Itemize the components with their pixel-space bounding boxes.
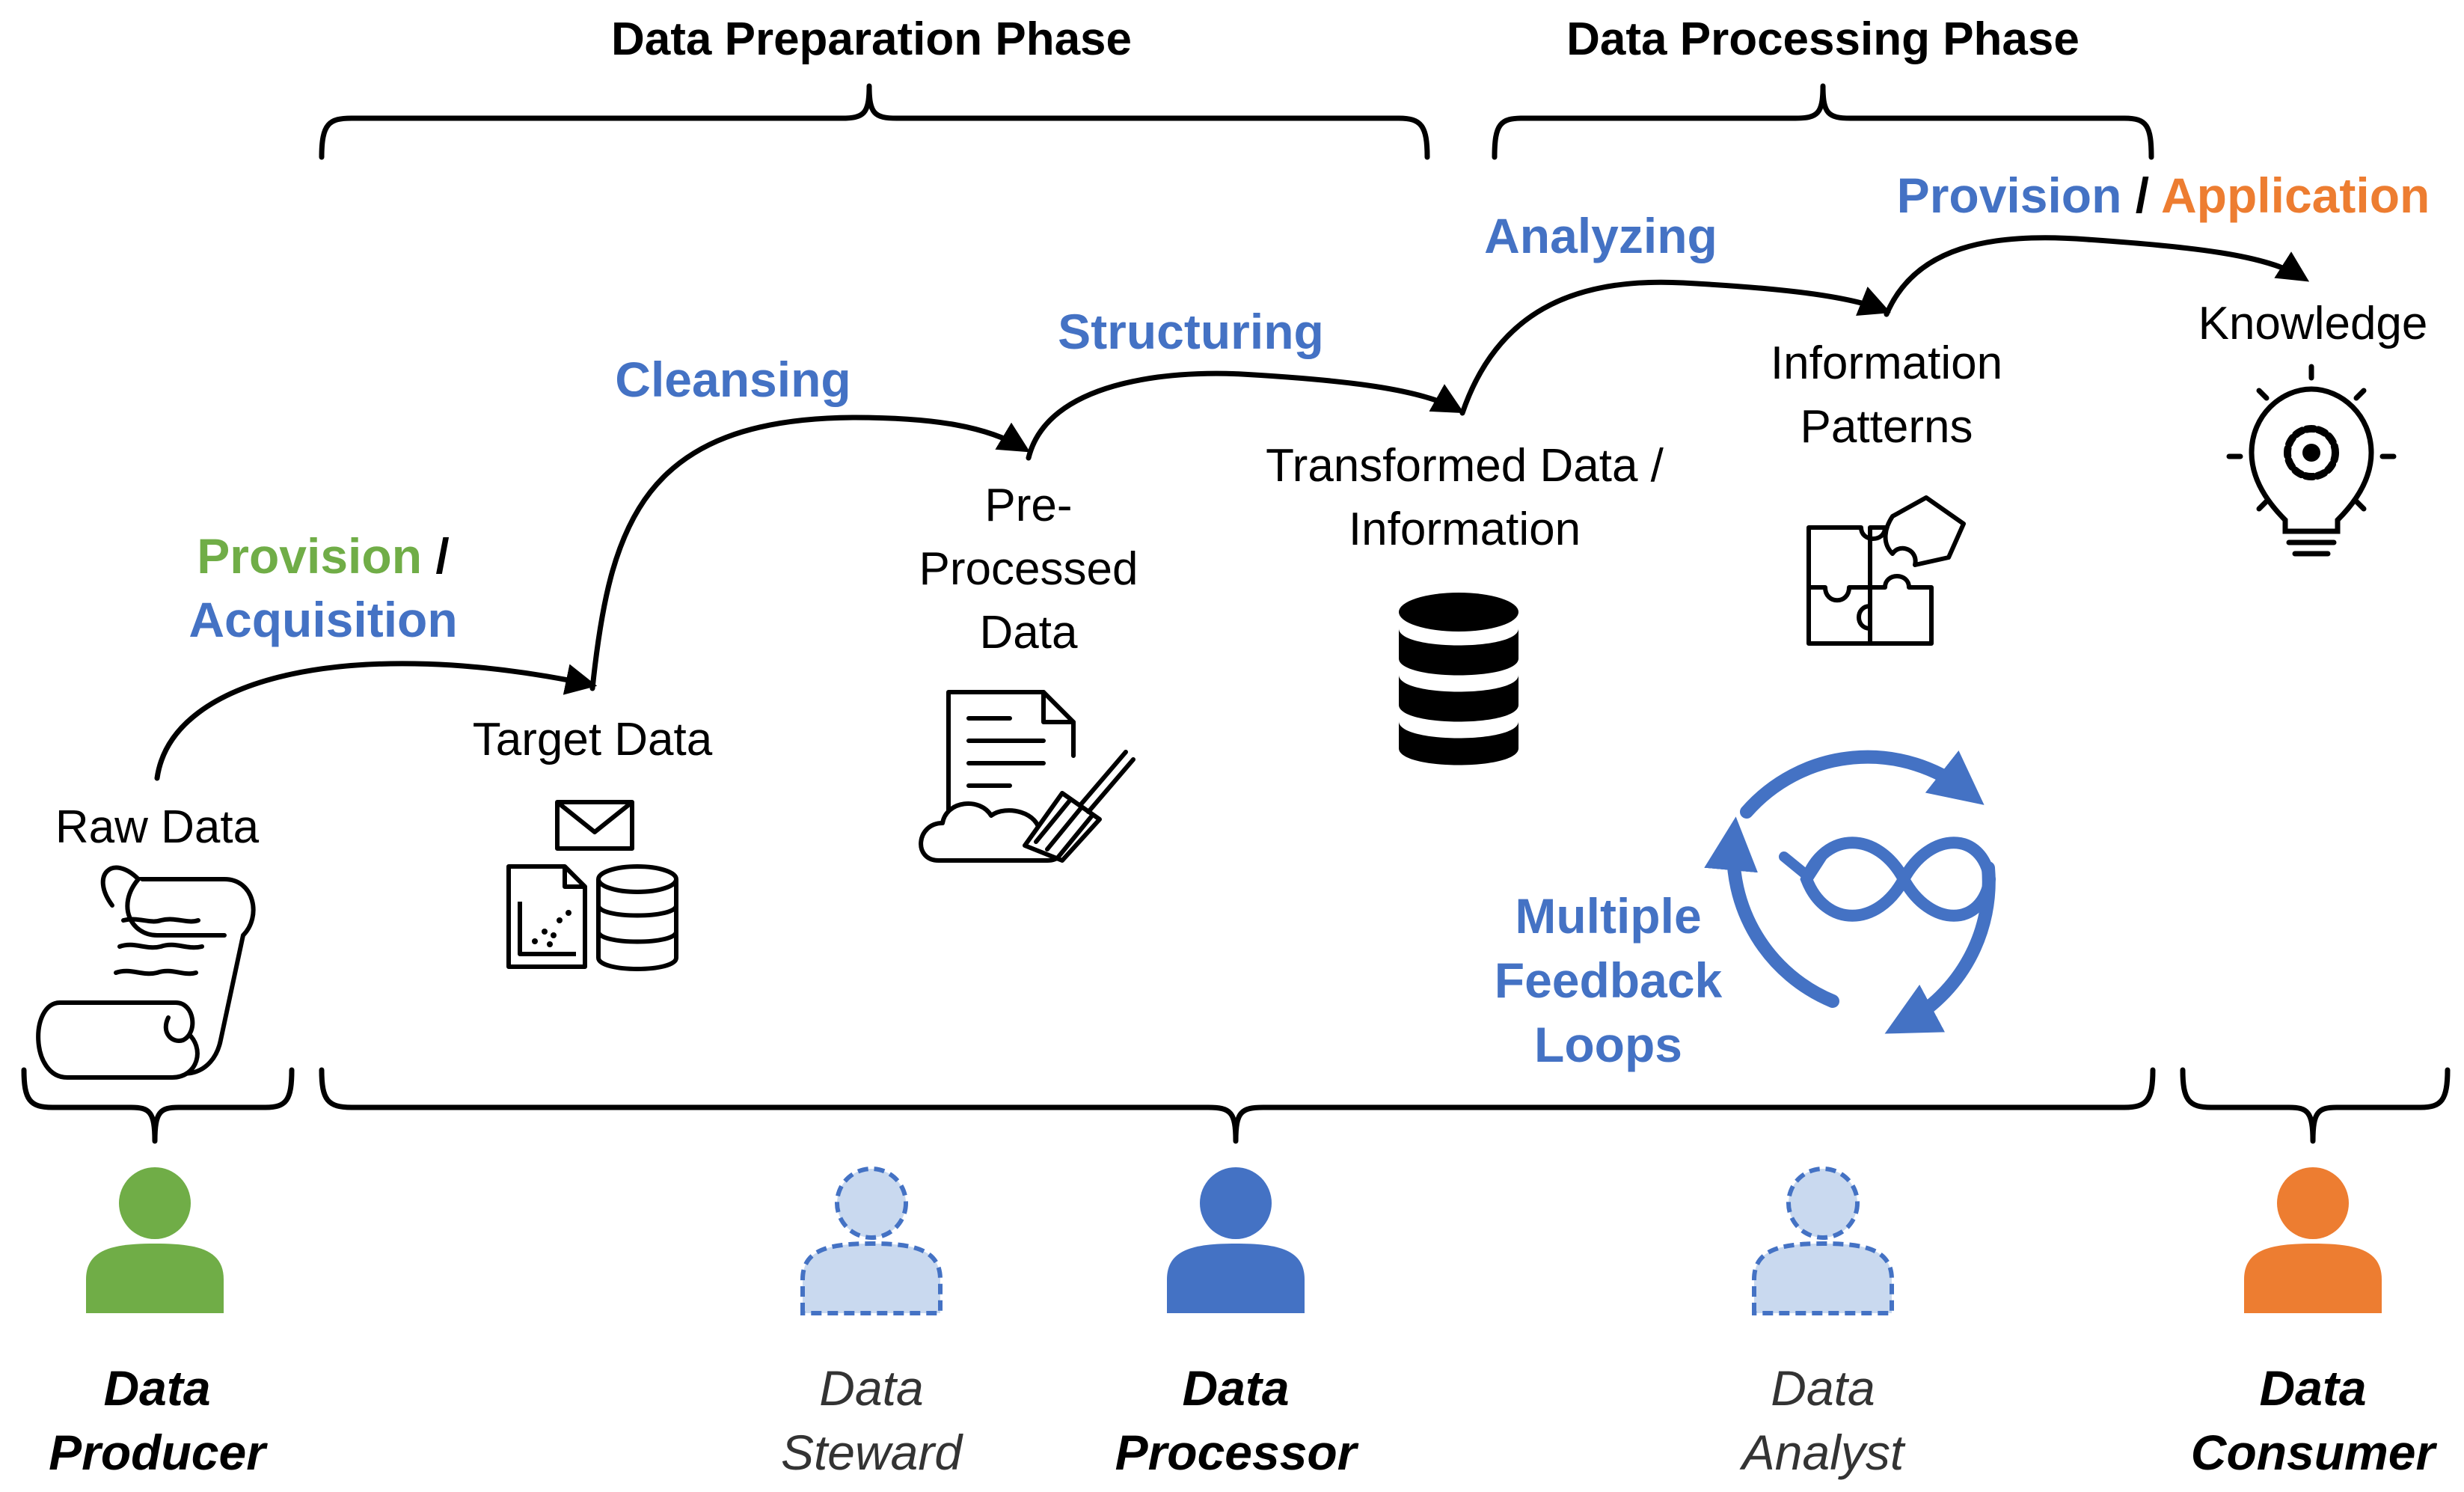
- role-processor-line1: Data: [1182, 1360, 1290, 1416]
- arrow-patterns-to-knowledge: [1884, 235, 2310, 317]
- stage-preprocessed-line3: Data: [979, 607, 1078, 658]
- puzzle-icon: [1806, 495, 1966, 646]
- role-producer-line1: Data: [103, 1360, 211, 1416]
- database-icon: [1399, 593, 1518, 765]
- role-analyst-line2: Analyst: [1741, 1425, 1904, 1480]
- role-processor-line2: Processor: [1115, 1425, 1357, 1480]
- stage-preprocessed-line2: Processed: [919, 543, 1138, 595]
- stage-transformed-line1: Transformed Data /: [1266, 440, 1664, 492]
- cycle-infinity-icon: [1704, 750, 1996, 1034]
- step-application: Application: [2160, 168, 2430, 223]
- data-steward-avatar: [800, 1167, 943, 1315]
- arrow-transformed-to-patterns: [1459, 279, 1891, 416]
- step-provision: Provision: [197, 528, 423, 584]
- feedback-line2: Feedback: [1494, 953, 1723, 1008]
- step-cleansing: Cleansing: [615, 352, 851, 407]
- stage-transformed-line2: Information: [1348, 504, 1581, 555]
- stage-raw-data: Raw Data: [55, 801, 260, 853]
- step-acquisition: Acquisition: [189, 592, 458, 647]
- stage-knowledge: Knowledge: [2198, 298, 2428, 349]
- role-analyst-line1: Data: [1771, 1360, 1875, 1416]
- step-provision-application: Provision / Application: [1897, 171, 2430, 220]
- step-provision-2: Provision: [1896, 168, 2122, 223]
- step-analyzing: Analyzing: [1484, 208, 1717, 263]
- slash: /: [422, 528, 450, 584]
- mail-chart-database-icon: [506, 800, 678, 971]
- role-consumer-line2: Consumer: [2190, 1425, 2436, 1480]
- stage-patterns-line2: Patterns: [1800, 401, 1973, 453]
- processing-phase-brace: [1492, 83, 2154, 160]
- role-steward-line2: Steward: [780, 1425, 963, 1480]
- role-steward-line1: Data: [819, 1360, 924, 1416]
- scroll-icon: [36, 865, 256, 1080]
- preparation-phase-brace: [319, 83, 1430, 160]
- role-producer-line2: Producer: [49, 1425, 266, 1480]
- step-provision-acquisition-line1: Provision /: [197, 531, 449, 581]
- document-cleaning-icon: [919, 690, 1136, 863]
- feedback-line3: Loops: [1534, 1017, 1682, 1072]
- lightbulb-gear-icon: [2226, 364, 2397, 557]
- step-structuring: Structuring: [1058, 304, 1324, 359]
- stage-patterns-line1: Information: [1770, 337, 2003, 389]
- stage-preprocessed-line1: Pre-: [984, 480, 1073, 531]
- feedback-line1: Multiple: [1515, 888, 1702, 944]
- role-consumer-line1: Data: [2259, 1360, 2367, 1416]
- processing-brace: [319, 1067, 2156, 1144]
- data-producer-avatar: [86, 1167, 224, 1313]
- consumer-brace: [2180, 1067, 2451, 1144]
- arrow-raw-to-target: [154, 661, 598, 781]
- slash-2: /: [2121, 168, 2161, 223]
- data-processor-avatar: [1167, 1167, 1305, 1313]
- arrow-target-to-preprocessed: [589, 415, 1031, 691]
- data-consumer-avatar: [2244, 1167, 2382, 1313]
- processing-phase-title: Data Processing Phase: [1566, 13, 2080, 65]
- arrow-preprocessed-to-transformed: [1026, 370, 1465, 461]
- data-analyst-avatar: [1752, 1167, 1894, 1315]
- producer-brace: [21, 1067, 295, 1144]
- preparation-phase-title: Data Preparation Phase: [610, 13, 1133, 65]
- stage-target-data: Target Data: [472, 714, 713, 765]
